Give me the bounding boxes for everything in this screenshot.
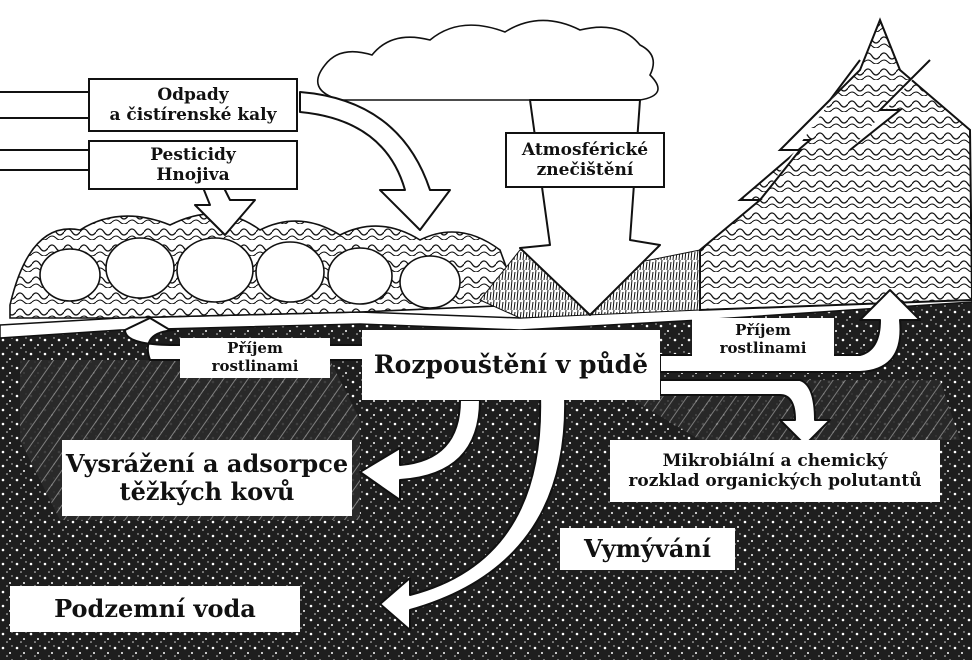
dissolution-text: Rozpouštění v půdě (373, 350, 649, 380)
cabbage-heads (39, 237, 461, 309)
plant-uptake-left-line1: Příjem (227, 339, 283, 358)
tree-icon (699, 17, 972, 312)
input-lines (0, 91, 88, 171)
precip-line1: Vysrážení a adsorpce (65, 448, 349, 478)
plant-uptake-left-label: Příjem rostlinami (180, 338, 330, 378)
pesticides-line1: Pesticidy (150, 144, 236, 165)
plant-uptake-right-label: Příjem rostlinami (692, 318, 834, 362)
leaching-text: Vymývání (584, 533, 711, 563)
leaching-label: Vymývání (560, 528, 735, 570)
plant-uptake-left-line2: rostlinami (211, 357, 299, 375)
waste-sludge-label: Odpady a čistírenské kaly (88, 78, 298, 132)
groundwater-text: Podzemní voda (54, 593, 256, 623)
precipitation-adsorption-label: Vysrážení a adsorpce těžkých kovů (62, 440, 352, 516)
pesticides-line2: Hnojiva (156, 165, 230, 185)
cloud-icon (316, 19, 659, 101)
atmos-line1: Atmosférické (521, 139, 649, 160)
microbial-degradation-label: Mikrobiální a chemický rozklad organický… (610, 440, 940, 502)
precip-line2: těžkých kovů (119, 477, 295, 506)
waste-line1: Odpady (157, 84, 229, 105)
microbial-line2: rozklad organických polutantů (628, 471, 922, 491)
pesticides-fertilizers-label: Pesticidy Hnojiva (88, 140, 298, 190)
plant-uptake-right-line1: Příjem (735, 321, 791, 340)
plant-uptake-right-line2: rostlinami (719, 339, 807, 357)
waste-line2: a čistírenské kaly (109, 105, 277, 125)
groundwater-label: Podzemní voda (10, 586, 300, 632)
soil-dissolution-label: Rozpouštění v půdě (362, 330, 660, 400)
atmospheric-pollution-label: Atmosférické znečištění (505, 132, 665, 188)
microbial-line1: Mikrobiální a chemický (662, 450, 888, 471)
atmos-line2: znečištění (536, 160, 634, 180)
